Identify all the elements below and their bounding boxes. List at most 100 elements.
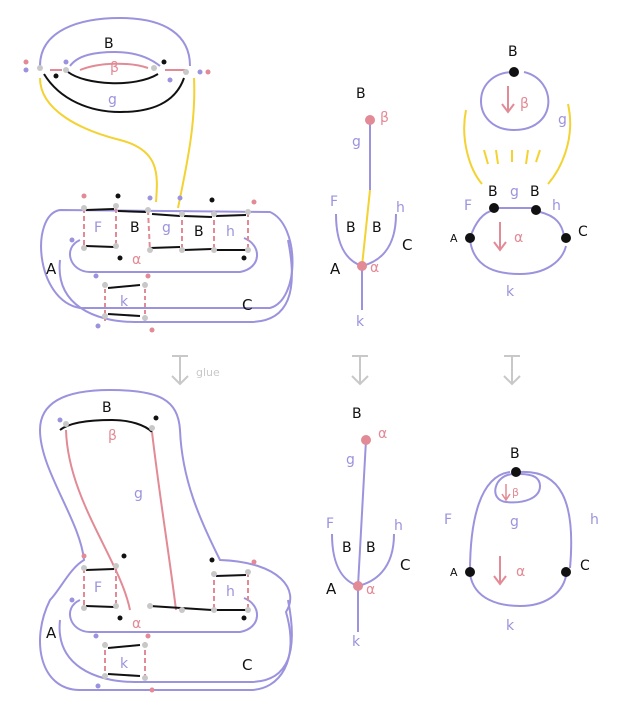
tree2-h-branch [357,533,395,587]
yellow-lines [463,103,572,185]
glued-label-C: C [242,656,252,674]
label-h: h [226,224,235,240]
bottom-left-surface: B β g F h α A k C [38,388,293,693]
tree2-label-h: h [394,518,403,534]
top-left-surface: B β g F B g B h α A k C [23,16,294,333]
label-F: F [94,220,102,236]
graph-label-g: g [510,184,519,200]
glued-label-alpha: α [132,616,141,632]
upper-black-arc-1 [67,71,159,85]
edge-h [539,211,565,237]
graph-label-alpha: α [514,230,523,246]
lower-bottom-boundary [58,239,293,323]
label-alpha: α [132,252,141,268]
loop-g [480,71,550,132]
tree-label-g: g [352,134,361,150]
graph-label-C: C [578,224,588,240]
tree-label-beta: β [380,110,389,126]
yellow-tube-left [39,77,158,203]
tree-yellow [361,189,371,267]
pink-strips [83,208,249,253]
k-black-lines [107,284,141,317]
glued-outer-boundary [38,388,292,691]
graph-label-B-top: B [508,44,518,60]
glued-label-F: F [94,580,102,596]
top-middle-tree: B β g F h B B C A α k [330,86,412,330]
glued-label-B: B [102,400,112,416]
graph-label-h: h [552,198,561,214]
glued-inner-boundary-1 [59,418,153,433]
graph-label-B-left: B [488,184,498,200]
tree-label-alpha: α [370,260,379,276]
tree-label-k: k [356,314,365,330]
lower-outer-boundary [40,208,294,309]
graph2-inner-loop [494,473,542,504]
label-B-strip-2: B [194,224,204,240]
graph2-arrow-alpha [493,556,507,586]
upper-inner-boundary [69,50,161,67]
label-g-strip: g [162,220,171,236]
edge-F [469,209,495,239]
glued-black-lines [85,568,247,677]
tree-label-A: A [330,260,341,278]
bottom-middle-tree: B α g F h B B C A α k [326,406,410,650]
tree-label-h: h [396,200,405,216]
label-g: g [108,92,117,108]
glued-label-A: A [46,624,57,642]
glue-arrows [171,355,521,386]
edge-k [469,239,567,276]
tree2-trunk [357,439,367,632]
tree-label-B: B [356,86,366,102]
graph2-label-C: C [580,558,590,574]
graph2-arrow-beta [501,484,511,502]
tree2-label-g: g [346,452,355,468]
tree2-label-B-right: B [366,540,376,556]
graph2-h [519,470,573,569]
tree2-label-B-left: B [342,540,352,556]
label-A: A [46,260,57,278]
top-right-graph: B β g B g B F h A α C k [450,44,588,300]
yellow-tube-right [177,77,196,209]
tree-label-C: C [402,236,412,254]
tree2-label-k: k [352,634,361,650]
glued-label-beta: β [108,428,117,444]
graph-label-k: k [506,284,515,300]
graph2-F [469,471,511,573]
label-B: B [104,36,114,52]
label-k: k [120,294,129,310]
graph2-label-h: h [590,512,599,528]
tree-label-B-left: B [346,220,356,236]
graph2-label-alpha: α [516,564,525,580]
glued-lower-inner [69,597,258,633]
tree2-label-alpha-top: α [378,426,387,442]
glued-pink-2 [151,431,177,611]
upper-beta-arc [50,62,185,71]
tree2-label-A: A [326,580,337,598]
black-cross-lines [85,208,247,251]
graph2-label-beta: β [512,486,519,499]
glued-lower-bottom [58,599,293,683]
label-C: C [242,296,252,314]
glue-label: glue [196,366,220,379]
upper-black-arc-2 [43,73,185,114]
lower-inner-boundary [69,237,258,273]
graph-label-F: F [464,198,472,214]
tree2-label-F: F [326,516,334,532]
glued-label-k: k [120,656,129,672]
label-beta: β [110,60,119,76]
arrow-beta [501,86,515,114]
graph-label-g-loop: g [558,112,567,128]
tree2-label-B: B [352,406,362,422]
glued-label-h: h [226,584,235,600]
arrow-alpha [493,222,507,252]
graph-label-B-right: B [530,184,540,200]
glued-pink-strips [83,568,249,682]
tree2-label-alpha: α [366,582,375,598]
graph2-label-B: B [510,446,520,462]
tree-label-B-right: B [372,220,382,236]
bottom-right-graph: B β g F h A α C k [444,446,599,634]
graph-label-A: A [450,232,458,245]
graph2-label-A: A [450,566,458,579]
